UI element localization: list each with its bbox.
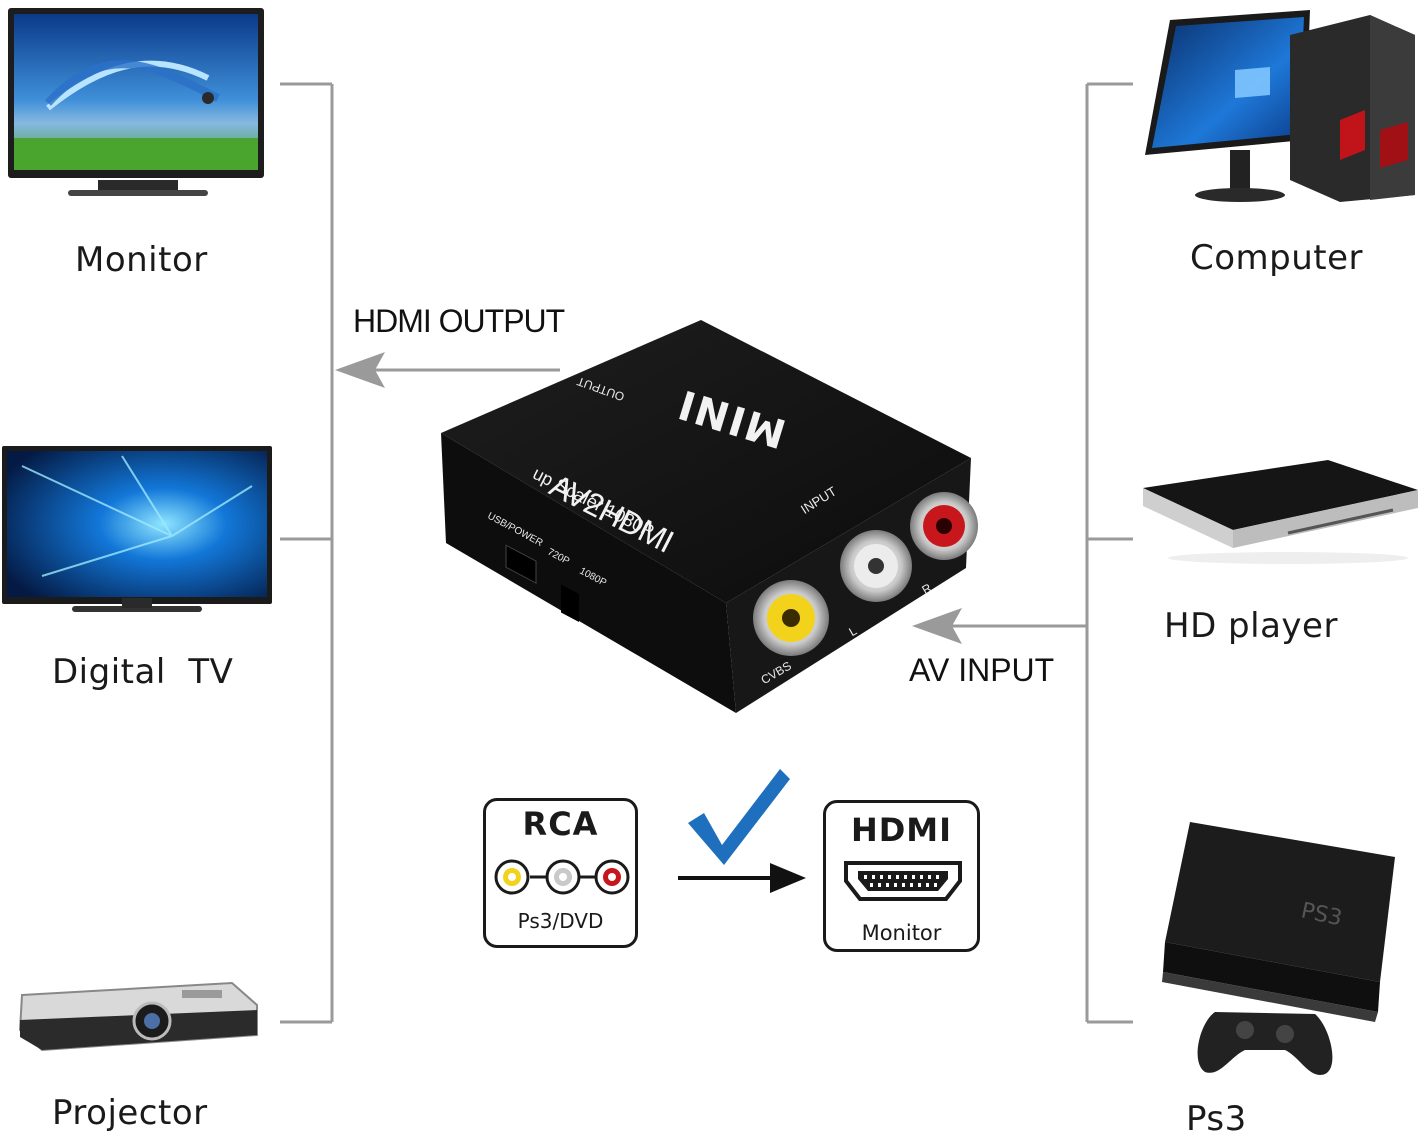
rca-jack-yellow	[753, 580, 829, 656]
input-label-ps3: Ps3	[1186, 1099, 1247, 1139]
input-label-hd-player: HD player	[1164, 606, 1338, 646]
hdmi-output-label: HDMI OUTPUT	[353, 303, 565, 339]
output-label-projector: Projector	[52, 1093, 208, 1133]
rca-jack-white	[840, 530, 912, 602]
av-input-arrowhead	[912, 608, 962, 644]
rca-connectors-icon	[494, 859, 630, 895]
hdmi-box-caption: Monitor	[861, 921, 942, 945]
output-label-digital-tv: Digital TV	[52, 652, 234, 692]
hdmi-box: HDMI Monitor	[823, 800, 980, 952]
projector-icon	[12, 975, 262, 1060]
input-label-computer: Computer	[1190, 238, 1364, 278]
rca-box: RCA Ps3/DVD	[483, 798, 638, 948]
hdmi-output-arrowhead	[335, 352, 385, 388]
monitor-icon	[8, 8, 268, 203]
rca-jack-red	[910, 492, 978, 560]
digital-tv-icon	[2, 446, 274, 621]
av-input-label: AV INPUT	[909, 652, 1055, 688]
rca-box-title: RCA	[522, 805, 599, 843]
checkmark-arrow-icon	[678, 769, 806, 893]
hdmi-box-title: HDMI	[850, 811, 953, 849]
rca-box-caption: Ps3/DVD	[517, 909, 604, 933]
ps3-icon: PS3	[1160, 822, 1405, 1092]
hd-player-icon	[1138, 458, 1420, 568]
computer-icon	[1140, 10, 1422, 205]
output-label-monitor: Monitor	[75, 240, 208, 280]
av2hdmi-converter	[436, 318, 981, 718]
hdmi-port-icon	[844, 861, 962, 901]
